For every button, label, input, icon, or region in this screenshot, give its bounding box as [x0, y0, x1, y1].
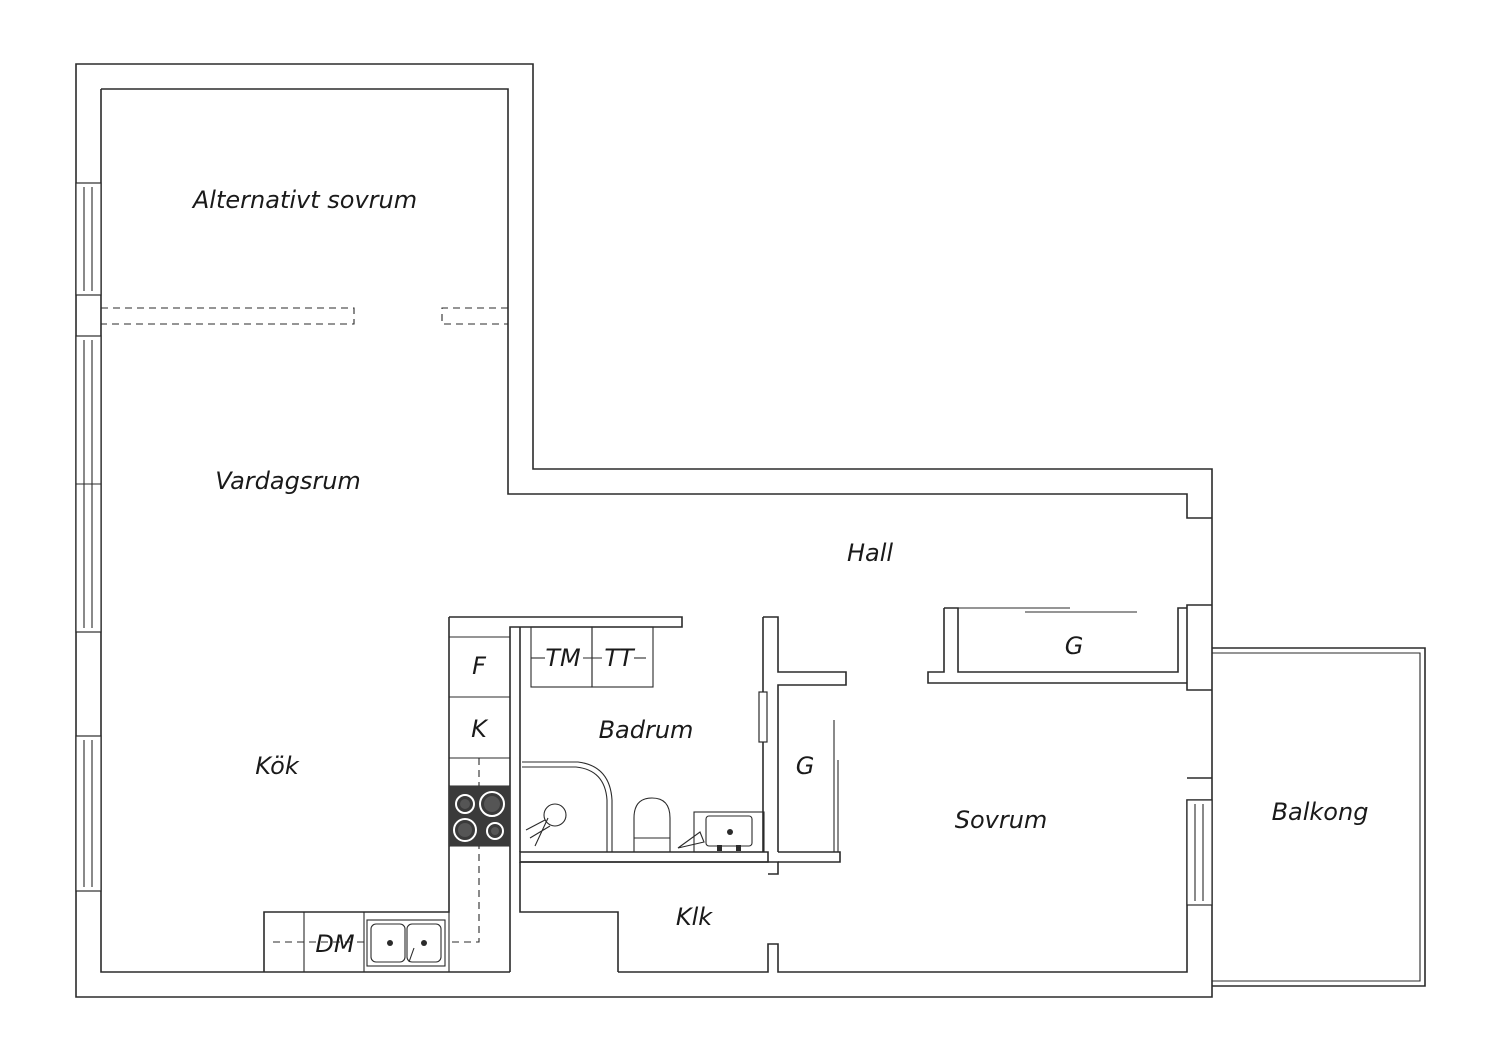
label-badrum: Badrum — [599, 716, 694, 744]
kitchen-sink — [366, 919, 446, 967]
label-sovrum: Sovrum — [955, 806, 1048, 834]
label-balkong: Balkong — [1272, 798, 1369, 826]
label-dishwasher: DM — [315, 930, 354, 958]
outer-wall — [75, 63, 1213, 998]
label-alternativt-sovrum: Alternativt sovrum — [191, 186, 417, 214]
label-kok: Kök — [255, 752, 300, 780]
shower — [522, 761, 613, 852]
label-fridge: F — [472, 652, 487, 680]
window-sovrum — [1186, 799, 1213, 906]
window-left-1 — [75, 182, 102, 296]
closet-g-door — [833, 720, 839, 852]
bathroom-walls — [519, 616, 847, 972]
balcony — [1212, 647, 1426, 987]
hall-closet — [927, 607, 1187, 684]
label-dryer: TT — [604, 644, 636, 672]
label-hall: Hall — [847, 539, 893, 567]
label-garderob-hall: G — [1065, 632, 1084, 660]
stove — [449, 786, 510, 846]
inner-wall-right — [1186, 604, 1212, 691]
label-freezer: K — [471, 715, 489, 743]
inner-wall-bottom — [618, 799, 1212, 973]
inner-wall — [101, 88, 1212, 519]
label-klk: Klk — [676, 903, 713, 931]
window-left-2 — [75, 335, 102, 633]
toilet — [633, 797, 671, 852]
bathroom-sink — [677, 811, 765, 853]
laundry-units — [530, 626, 654, 688]
optional-partition — [101, 307, 508, 325]
label-washing-machine: TM — [545, 644, 581, 672]
window-left-3 — [75, 735, 102, 892]
label-garderob-bad: G — [796, 752, 815, 780]
label-vardagsrum: Vardagsrum — [215, 467, 361, 495]
